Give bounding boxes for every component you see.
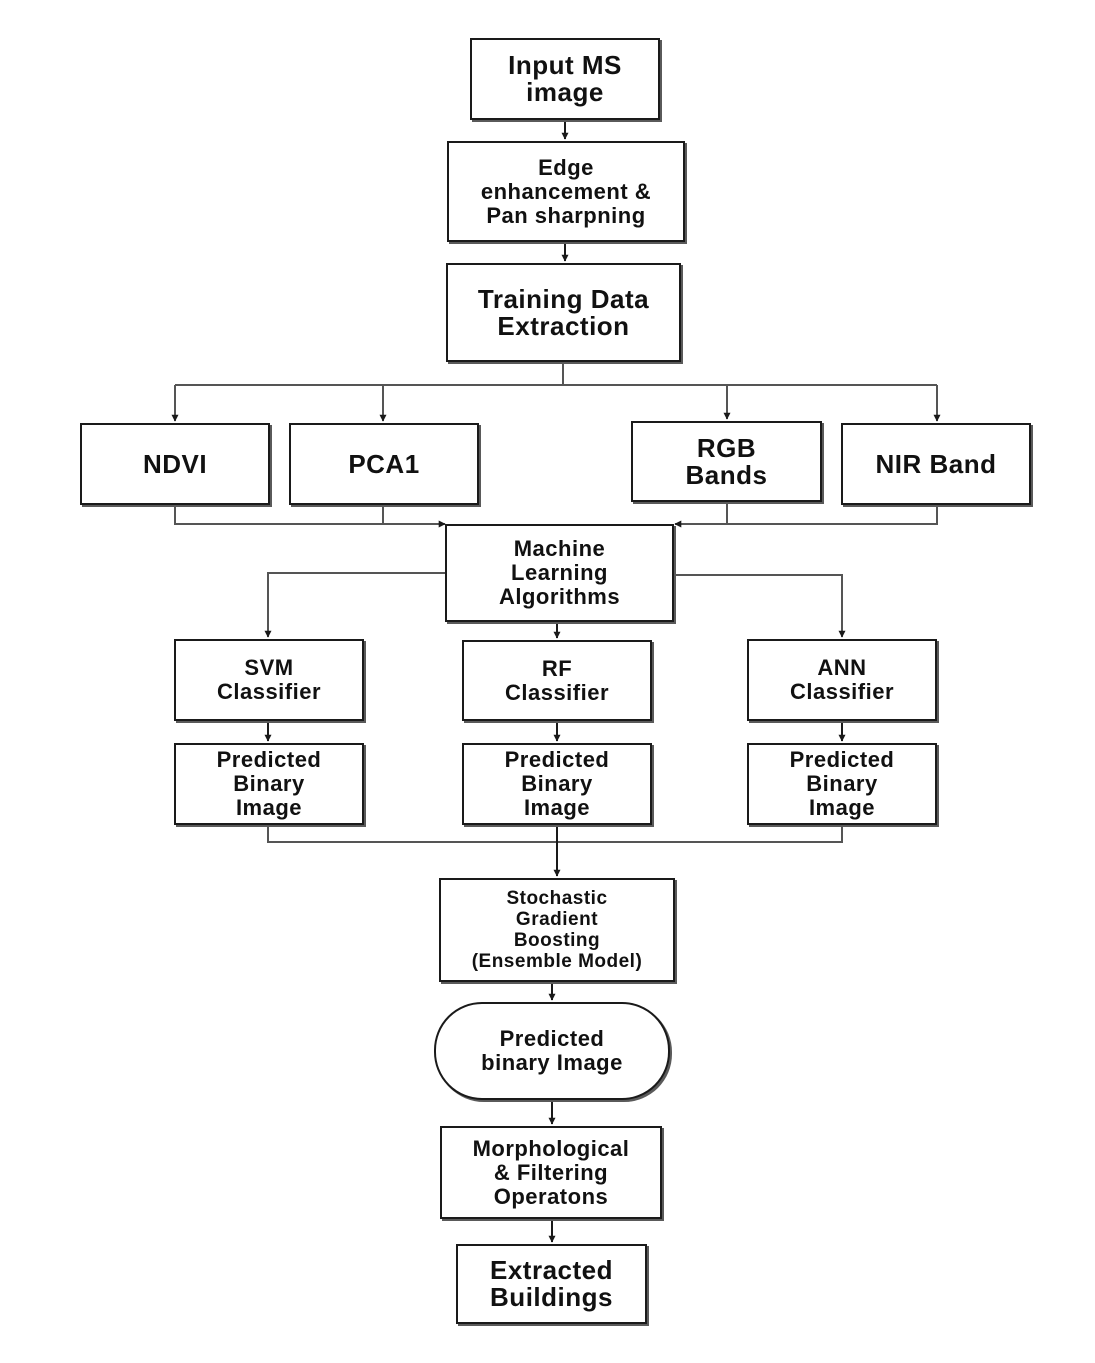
node-pred-svm-label: Predicted Binary Image: [216, 747, 322, 820]
node-edge-enhancement: Edge enhancement & Pan sharpning: [447, 141, 685, 242]
connector-pred-svm-to-bus: [267, 825, 843, 843]
node-nir-label: NIR Band: [875, 448, 997, 479]
node-svm-classifier: SVM Classifier: [174, 639, 364, 721]
connector-ndvi-to-ml: [174, 505, 446, 528]
connector-ml-to-svm: [264, 572, 445, 638]
node-rf-label: RF Classifier: [504, 655, 610, 705]
node-input-label: Input MS image: [508, 50, 622, 107]
node-ndvi-label: NDVI: [142, 448, 208, 479]
node-edge-label: Edge enhancement & Pan sharpning: [480, 154, 652, 228]
node-morphological-filtering: Morphological & Filtering Operatons: [440, 1126, 662, 1219]
node-rgb-bands: RGB Bands: [631, 421, 822, 502]
node-nir-band: NIR Band: [841, 423, 1031, 505]
node-ann-classifier: ANN Classifier: [747, 639, 937, 721]
node-rgb-label: RGB Bands: [685, 432, 768, 490]
node-pca-label: PCA1: [348, 448, 420, 479]
node-ndvi: NDVI: [80, 423, 270, 505]
node-predicted-binary-image-rf: Predicted Binary Image: [462, 743, 652, 825]
node-training-label: Training Data Extraction: [477, 283, 650, 341]
node-pca1: PCA1: [289, 423, 479, 505]
node-ann-label: ANN Classifier: [789, 655, 895, 704]
node-pred-final-label: Predicted binary Image: [481, 1026, 623, 1075]
connector-ml-to-ann: [674, 574, 846, 638]
node-extracted-buildings: Extracted Buildings: [456, 1244, 647, 1324]
node-input-ms-image: Input MS image: [470, 38, 660, 120]
node-extracted-label: Extracted Buildings: [490, 1255, 613, 1312]
node-sgb-label: Stochastic Gradient Boosting (Ensemble M…: [471, 888, 643, 972]
node-predicted-binary-image-final: Predicted binary Image: [434, 1002, 670, 1100]
node-ml-label: Machine Learning Algorithms: [498, 536, 621, 609]
node-stochastic-gradient-boosting: Stochastic Gradient Boosting (Ensemble M…: [439, 878, 675, 982]
node-training-data-extraction: Training Data Extraction: [446, 263, 681, 362]
node-predicted-binary-image-svm: Predicted Binary Image: [174, 743, 364, 825]
node-morph-label: Morphological & Filtering Operatons: [472, 1135, 630, 1209]
node-svm-label: SVM Classifier: [216, 655, 322, 704]
node-machine-learning-algorithms: Machine Learning Algorithms: [445, 524, 674, 622]
node-pred-ann-label: Predicted Binary Image: [789, 747, 895, 820]
connector-nir-to-ml: [674, 505, 938, 528]
node-rf-classifier: RF Classifier: [462, 640, 652, 721]
node-pred-rf-label: Predicted Binary Image: [504, 747, 610, 820]
node-predicted-binary-image-ann: Predicted Binary Image: [747, 743, 937, 825]
